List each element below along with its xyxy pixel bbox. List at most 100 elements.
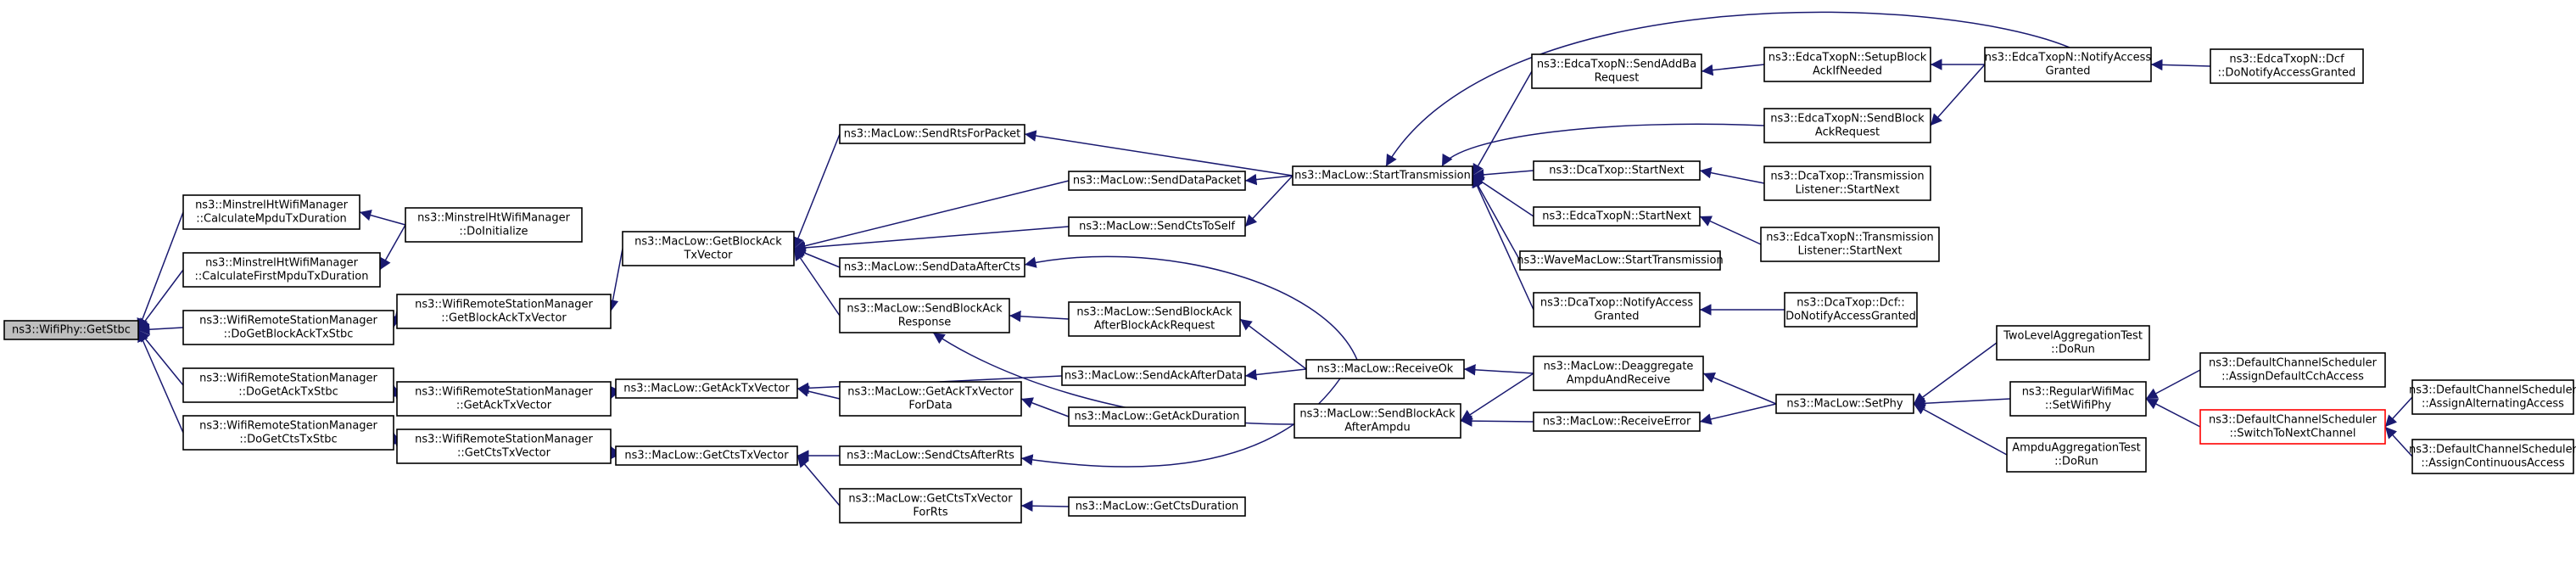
node-box: [396, 294, 612, 329]
node-label: ns3::DefaultChannelScheduler: [2409, 384, 2576, 397]
node-getstbc[interactable]: ns3::WifiPhy::GetStbc: [3, 320, 139, 340]
node-edca-dcf-notify[interactable]: ns3::EdcaTxopN::Dcf::DoNotifyAccessGrant…: [2210, 48, 2364, 84]
node-wrsm-get-ack-vec[interactable]: ns3::WifiRemoteStationManager::GetAckTxV…: [396, 381, 612, 417]
node-maclow-start-tx[interactable]: ns3::MacLow::StartTransmission: [1292, 165, 1473, 186]
node-maclow-send-data-after-cts[interactable]: ns3::MacLow::SendDataAfterCts: [839, 257, 1025, 277]
node-label: AfterAmpdu: [1344, 422, 1411, 434]
node-box: [1531, 53, 1702, 89]
node-dca-start-next[interactable]: ns3::DcaTxop::StartNext: [1533, 160, 1701, 181]
call-edge: [137, 269, 184, 331]
node-maclow-get-ack-vec[interactable]: ns3::MacLow::GetAckTxVector: [615, 378, 798, 399]
node-label: ns3::WifiRemoteStationManager: [199, 420, 377, 433]
node-wrsm-get-blockack-vec[interactable]: ns3::WifiRemoteStationManager::GetBlockA…: [396, 294, 612, 329]
node-ampdu-dorun[interactable]: AmpduAggregationTest::DoRun: [2006, 437, 2147, 473]
call-edge: [1441, 123, 1765, 167]
node-box: [1519, 250, 1721, 271]
node-edca-tx-listener[interactable]: ns3::EdcaTxopN::TransmissionListener::St…: [1760, 227, 1940, 262]
node-label: ns3::RegularWifiMac: [2022, 386, 2135, 399]
node-maclow-send-cts-after-rts[interactable]: ns3::MacLow::SendCtsAfterRts: [839, 445, 1022, 466]
call-edge: [796, 385, 841, 400]
node-label: ns3::MacLow::SetPhy: [1786, 398, 1903, 411]
node-maclow-get-cts-duration[interactable]: ns3::MacLow::GetCtsDuration: [1068, 496, 1246, 517]
node-wrsm-doget-blockack-stbc[interactable]: ns3::WifiRemoteStationManager::DoGetBloc…: [182, 310, 394, 345]
node-edca-notify-access[interactable]: ns3::EdcaTxopN::NotifyAccessGranted: [1984, 47, 2152, 82]
node-edca-start-next[interactable]: ns3::EdcaTxopN::StartNext: [1533, 206, 1701, 227]
node-maclow-send-ack-after-data[interactable]: ns3::MacLow::SendAckAfterData: [1061, 366, 1246, 386]
node-minstrel-calc-mpdu[interactable]: ns3::MinstrelHtWifiManager::CalculateMpd…: [182, 194, 360, 230]
call-edge: [1460, 373, 1534, 422]
node-maclow-get-cts-vec[interactable]: ns3::MacLow::GetCtsTxVector: [615, 445, 798, 466]
node-box: [396, 429, 612, 464]
node-box: [2199, 352, 2386, 388]
node-box: [839, 257, 1025, 277]
node-maclow-send-blockack-after-req[interactable]: ns3::MacLow::SendBlockAckAfterBlockAckRe…: [1068, 301, 1241, 337]
node-maclow-get-blockack-vec[interactable]: ns3::MacLow::GetBlockAckTxVector: [622, 231, 795, 266]
node-label: ns3::MacLow::SendCtsToSelf: [1079, 221, 1235, 233]
node-label: TxVector: [683, 249, 733, 262]
node-minstrel-calc-first[interactable]: ns3::MinstrelHtWifiManager::CalculateFir…: [182, 252, 381, 288]
call-edge: [2145, 398, 2201, 428]
node-maclow-send-cts-self[interactable]: ns3::MacLow::SendCtsToSelf: [1068, 216, 1246, 237]
node-regular-setwifiphy[interactable]: ns3::RegularWifiMac::SetWifiPhy: [2009, 381, 2147, 417]
node-label: ns3::MacLow::StartTransmission: [1294, 170, 1471, 182]
call-edge: [793, 248, 841, 317]
node-label: Listener::StartNext: [1796, 184, 1900, 197]
node-dcs-assign-continuous[interactable]: ns3::DefaultChannelScheduler::AssignCont…: [2409, 439, 2576, 474]
node-box: [615, 378, 798, 399]
node-maclow-get-ack-duration[interactable]: ns3::MacLow::GetAckDuration: [1068, 406, 1246, 427]
node-dcs-assign-default[interactable]: ns3::DefaultChannelScheduler::AssignDefa…: [2199, 352, 2386, 388]
node-minstrel-doinit[interactable]: ns3::MinstrelHtWifiManager::DoInitialize: [405, 207, 583, 243]
node-maclow-setphy[interactable]: ns3::MacLow::SetPhy: [1775, 394, 1914, 414]
node-wrsm-get-cts-vec[interactable]: ns3::WifiRemoteStationManager::GetCtsTxV…: [396, 429, 612, 464]
node-box: [2009, 381, 2147, 417]
node-label: AfterBlockAckRequest: [1094, 320, 1215, 333]
node-box: [182, 310, 394, 345]
node-box: [1292, 165, 1473, 186]
call-edge: [1024, 255, 1358, 361]
node-dca-dcf-notify[interactable]: ns3::DcaTxop::Dcf::DoNotifyAccessGranted: [1784, 292, 1918, 328]
node-label: ns3::MinstrelHtWifiManager: [417, 212, 571, 225]
node-box: [3, 320, 139, 340]
node-maclow-receive-error[interactable]: ns3::MacLow::ReceiveError: [1533, 412, 1701, 432]
node-label: ns3::MacLow::ReceiveOk: [1317, 363, 1454, 376]
node-label: ns3::DefaultChannelScheduler: [2409, 444, 2576, 457]
node-label: Request: [1595, 72, 1640, 85]
node-maclow-send-rts[interactable]: ns3::MacLow::SendRtsForPacket: [839, 124, 1025, 144]
node-label: ns3::MacLow::GetAckTxVector: [623, 383, 790, 395]
node-box: [182, 194, 360, 230]
node-dcs-assign-alternating[interactable]: ns3::DefaultChannelScheduler::AssignAlte…: [2409, 379, 2576, 415]
node-dcs-switch[interactable]: ns3::DefaultChannelScheduler::SwitchToNe…: [2199, 409, 2386, 445]
node-maclow-send-data[interactable]: ns3::MacLow::SendDataPacket: [1068, 171, 1246, 191]
node-label: ns3::WifiPhy::GetStbc: [12, 324, 131, 337]
node-label: ns3::DefaultChannelScheduler: [2209, 414, 2378, 427]
node-twolevel-dorun[interactable]: TwoLevelAggregationTest::DoRun: [1996, 325, 2150, 361]
node-box: [615, 445, 798, 466]
node-label: ns3::EdcaTxopN::StartNext: [1542, 210, 1691, 223]
node-wrsm-doget-ack-stbc[interactable]: ns3::WifiRemoteStationManager::DoGetAckT…: [182, 367, 394, 403]
node-maclow-receive-ok[interactable]: ns3::MacLow::ReceiveOk: [1305, 359, 1465, 379]
call-edge: [610, 445, 622, 460]
node-wave-start-tx[interactable]: ns3::WaveMacLow::StartTransmission: [1517, 250, 1724, 271]
call-edge: [1239, 318, 1307, 370]
node-label: ns3::MinstrelHtWifiManager: [195, 199, 349, 212]
node-label: AmpduAndReceive: [1567, 374, 1671, 387]
node-label: AmpduAggregationTest: [2012, 442, 2140, 455]
node-label: ns3::DcaTxop::NotifyAccess: [1540, 297, 1694, 310]
node-box: [839, 124, 1025, 144]
call-edge: [2384, 426, 2413, 457]
node-wrsm-doget-cts-stbc[interactable]: ns3::WifiRemoteStationManager::DoGetCtsT…: [182, 415, 394, 451]
node-dca-notify-access[interactable]: ns3::DcaTxop::NotifyAccessGranted: [1533, 292, 1701, 328]
node-box: [1533, 160, 1701, 181]
node-box: [182, 252, 381, 288]
node-dca-tx-listener[interactable]: ns3::DcaTxop::TransmissionListener::Star…: [1763, 165, 1931, 201]
node-label: ns3::MacLow::GetBlockAck: [634, 236, 782, 249]
call-edge: [2150, 59, 2211, 71]
